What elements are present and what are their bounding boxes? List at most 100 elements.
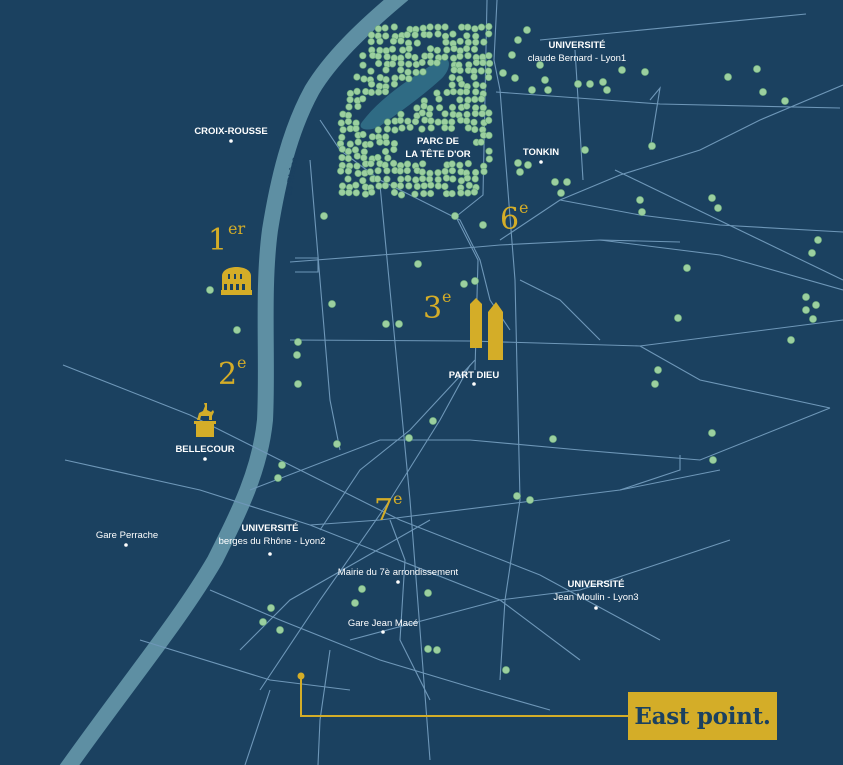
park-tree xyxy=(412,60,420,69)
street-tree xyxy=(274,474,282,482)
park-tree xyxy=(381,24,389,32)
park-tree xyxy=(449,110,457,118)
park-tree xyxy=(426,169,434,177)
park-tree xyxy=(411,190,419,198)
street-tree xyxy=(528,86,536,94)
street-tree xyxy=(551,178,559,186)
label-univ-lyon3-name: Jean Moulin - Lyon3 xyxy=(553,592,638,603)
park-tree xyxy=(397,191,406,199)
street-tree xyxy=(636,196,644,204)
park-tree xyxy=(471,175,479,183)
park-tree xyxy=(426,45,435,53)
park-tree xyxy=(465,181,473,189)
street-tree xyxy=(683,264,691,272)
park-tree xyxy=(376,37,384,45)
park-tree xyxy=(413,104,421,112)
park-tree xyxy=(448,190,456,198)
street-tree xyxy=(499,69,507,77)
street-tree xyxy=(294,380,302,388)
park-tree xyxy=(448,118,456,126)
svg-text:3: 3 xyxy=(423,291,442,326)
svg-text:e: e xyxy=(393,489,402,508)
park-tree xyxy=(426,52,434,60)
park-tree xyxy=(463,110,471,119)
park-tree xyxy=(361,190,370,198)
park-tree xyxy=(381,147,390,156)
park-tree xyxy=(471,25,479,33)
park-tree xyxy=(384,118,392,126)
park-tree xyxy=(419,175,427,183)
street-tree xyxy=(638,208,646,216)
park-tree xyxy=(344,147,353,155)
east-point-marker xyxy=(297,672,628,717)
park-tree xyxy=(434,182,442,190)
street-tree xyxy=(641,68,649,76)
east-point-brand-box: East point. xyxy=(628,692,777,740)
park-tree xyxy=(338,154,346,162)
street-tree xyxy=(414,260,422,268)
park-tree xyxy=(374,25,383,33)
park-tree xyxy=(463,102,471,110)
park-tree xyxy=(426,23,434,31)
street-tree xyxy=(351,599,359,607)
equestrian-statue-icon xyxy=(194,403,216,437)
street-tree xyxy=(424,589,432,597)
park-tree xyxy=(427,124,435,132)
park-tree xyxy=(383,125,392,133)
park-tree xyxy=(390,80,399,88)
street-tree xyxy=(513,492,521,500)
park-tree xyxy=(390,188,399,197)
label-univ-lyon3-title: UNIVERSITÉ xyxy=(567,579,624,590)
park-tree xyxy=(447,124,456,132)
park-tree xyxy=(443,46,451,54)
street-tree xyxy=(206,286,214,294)
park-tree xyxy=(374,126,382,134)
park-tree xyxy=(359,61,367,69)
street-tree xyxy=(808,249,816,257)
park-tree xyxy=(471,95,479,103)
park-tree xyxy=(399,46,407,54)
park-tree xyxy=(442,38,450,46)
park-tree xyxy=(457,189,465,197)
park-tree xyxy=(412,176,420,184)
street-tree xyxy=(709,456,717,464)
street-network xyxy=(62,0,843,765)
park-tree xyxy=(485,155,493,163)
park-tree xyxy=(412,68,420,76)
park-tree xyxy=(480,168,488,176)
street-tree xyxy=(333,440,341,448)
park-tree xyxy=(344,167,353,175)
street-tree xyxy=(781,97,789,105)
street-tree xyxy=(787,336,795,344)
street-tree xyxy=(814,236,822,244)
svg-text:er: er xyxy=(228,219,245,238)
park-tree xyxy=(368,188,376,196)
label-park-line2: LA TÊTE D'OR xyxy=(405,148,470,160)
park-tree xyxy=(344,117,353,126)
park-tree xyxy=(338,188,346,196)
park-tree xyxy=(366,168,374,176)
label-tonkin: TONKIN xyxy=(523,147,559,158)
park-tree xyxy=(411,53,419,62)
street-tree xyxy=(618,66,626,74)
park-tree xyxy=(396,182,405,190)
park-tree xyxy=(427,181,435,189)
label-croix-rousse: CROIX-ROUSSE xyxy=(194,126,267,137)
park-tree xyxy=(388,45,397,53)
park-tree xyxy=(463,32,471,40)
park-tree xyxy=(426,175,434,183)
park-tree xyxy=(470,45,479,53)
street-tree xyxy=(514,36,522,44)
park-tree xyxy=(359,52,367,60)
park-tree xyxy=(406,123,414,131)
park-tree xyxy=(368,133,377,141)
label-park-line1: PARC DE xyxy=(417,136,459,147)
street-tree xyxy=(812,301,820,309)
park-tete-dor-trees xyxy=(336,23,494,199)
park-tree xyxy=(376,82,384,90)
park-tree xyxy=(456,66,464,74)
park-tree xyxy=(449,175,457,183)
park-tree xyxy=(472,32,480,40)
park-tree xyxy=(464,124,472,132)
